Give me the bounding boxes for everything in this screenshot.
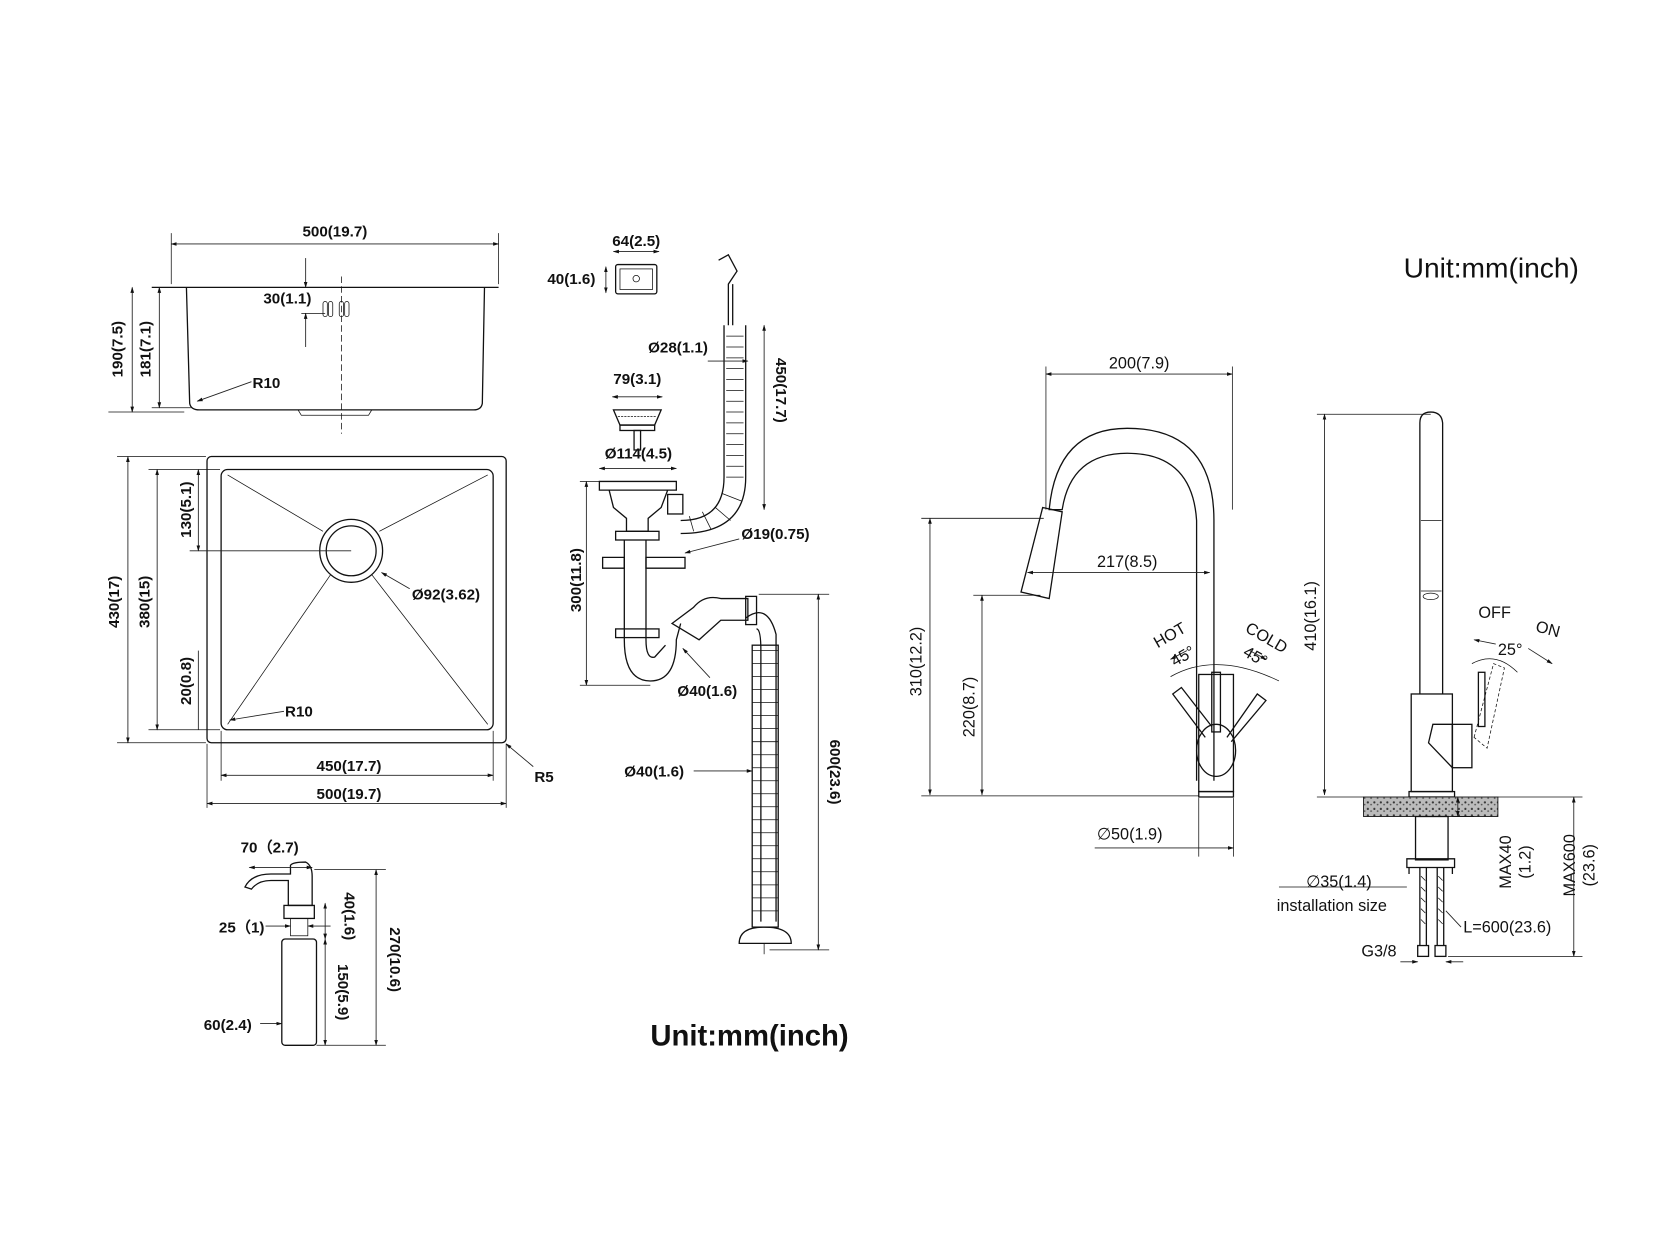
sink-side-view: 500(19.7) 30(1.1) 190(7.5) 181(7.1) R10 (108, 223, 500, 434)
unit-note-right: Unit:mm(inch) (1404, 252, 1579, 284)
overflow-hose-dia-label: Ø28(1.1) (648, 339, 708, 356)
overflow-hose-length-label: 450(17.7) (772, 358, 789, 423)
off-label: OFF (1478, 604, 1511, 622)
overflow-height-label: 30(1.1) (263, 291, 311, 308)
outlet-dia-label: Ø40(1.6) (624, 763, 684, 780)
lever-angle-label: 25° (1498, 641, 1523, 659)
inner-width-label: 450(17.7) (317, 758, 382, 775)
faucet-reach-label: 217(8.5) (1097, 553, 1158, 571)
spout-length-label: 70（2.7) (241, 838, 299, 856)
bottle-diameter-label: 60(2.4) (204, 1017, 252, 1034)
thread-size-label: G3/8 (1361, 942, 1396, 960)
faucet-front-view: 200(7.9) 217(8.5) 310(12.2) 220(8.7) HOT… (907, 355, 1290, 857)
thread-length-label: 40(1.6) (341, 892, 358, 940)
top-height-outer-label: 430(17) (106, 576, 123, 628)
hose-length-label: L=600(23.6) (1463, 919, 1551, 937)
max-hose-inch-label: (23.6) (1580, 844, 1598, 886)
strainer-dia-label: Ø114(4.5) (605, 446, 672, 463)
overflow-width-label: 64(2.5) (612, 233, 660, 250)
drain-diameter-label: Ø92(3.62) (412, 587, 480, 604)
outer-width-label: 500(19.7) (317, 786, 382, 803)
inlet-dia-label: Ø19(0.75) (741, 526, 809, 543)
total-length-label: 270(10.6) (386, 927, 403, 992)
drain-assembly: 64(2.5) 40(1.6) Ø28(1.1) 450(17.7) 79(3.… (547, 233, 843, 955)
outlet-length-label: 600(23.6) (826, 740, 843, 805)
faucet-width-label: 200(7.9) (1109, 355, 1170, 373)
max-deck-label: MAX40 (1497, 835, 1515, 888)
top-height-inner-label: 380(15) (137, 576, 154, 628)
top-radius-label: R10 (285, 704, 313, 721)
faucet-side-view: 410(16.1) OFF ON 25° ∅35(1.4) installati… (1277, 411, 1598, 964)
install-size-label: installation size (1277, 897, 1387, 915)
spout-height-label: 220(8.7) (960, 677, 978, 738)
overflow-height-label-2: 40(1.6) (547, 271, 595, 288)
basket-width-label: 79(3.1) (613, 371, 661, 388)
faucet-height-label: 310(12.2) (907, 627, 925, 697)
max-hose-label: MAX600 (1561, 834, 1579, 896)
bottle-length-label: 150(5.9) (334, 964, 351, 1020)
sink-depth-outer-label: 190(7.5) (109, 321, 126, 377)
side-height-label: 410(16.1) (1302, 581, 1320, 651)
hole-dia-label: ∅35(1.4) (1306, 873, 1372, 891)
soap-dispenser: 70（2.7) 25（1) 40(1.6) 150(5.9) 270(10.6)… (204, 838, 403, 1046)
trap-dia-label: Ø40(1.6) (677, 683, 737, 700)
neck-label: 25（1) (219, 919, 264, 937)
unit-note-left: Unit:mm(inch) (650, 1020, 848, 1052)
sink-side-radius-label: R10 (253, 375, 281, 392)
bottom-offset-label: 20(0.8) (178, 657, 195, 705)
trap-height-label: 300(11.8) (568, 548, 585, 612)
sink-top-view: 430(17) 380(15) 130(5.1) 20(0.8) Ø92(3.6… (106, 455, 554, 808)
sink-depth-inner-label: 181(7.1) (138, 321, 155, 377)
hot-angle-label: 45° (1168, 642, 1198, 670)
on-label: ON (1534, 618, 1562, 642)
sink-width-label: 500(19.7) (302, 223, 367, 240)
max-deck-inch-label: (1.2) (1516, 845, 1534, 878)
drain-offset-label: 130(5.1) (178, 481, 195, 537)
base-dia-label: ∅50(1.9) (1097, 825, 1163, 843)
corner-radius-label: R5 (534, 769, 553, 786)
